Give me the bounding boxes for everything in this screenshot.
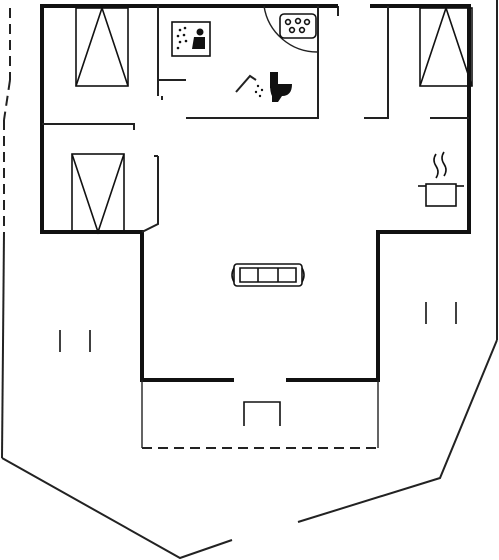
stove-pot-icon — [418, 151, 464, 207]
exterior-walls — [40, 4, 471, 382]
interior-walls — [42, 6, 469, 233]
hot-tub-icon — [279, 13, 317, 39]
terrace — [141, 380, 379, 449]
toilet-icon — [270, 72, 292, 102]
plot-boundary-left — [1, 231, 5, 459]
plot-boundary-right — [297, 339, 498, 523]
chair-icon — [425, 302, 457, 324]
bathroom-door-swing — [263, 5, 319, 53]
bed-icon — [419, 5, 473, 87]
chair-icon — [59, 330, 91, 352]
bed-icon — [71, 153, 125, 235]
table-icon — [243, 401, 281, 426]
sofa-icon — [231, 263, 305, 287]
bed-icon — [75, 5, 129, 87]
sauna-icon — [171, 21, 211, 57]
shower-icon — [235, 74, 264, 98]
plot-boundary-bottom — [1, 457, 233, 560]
